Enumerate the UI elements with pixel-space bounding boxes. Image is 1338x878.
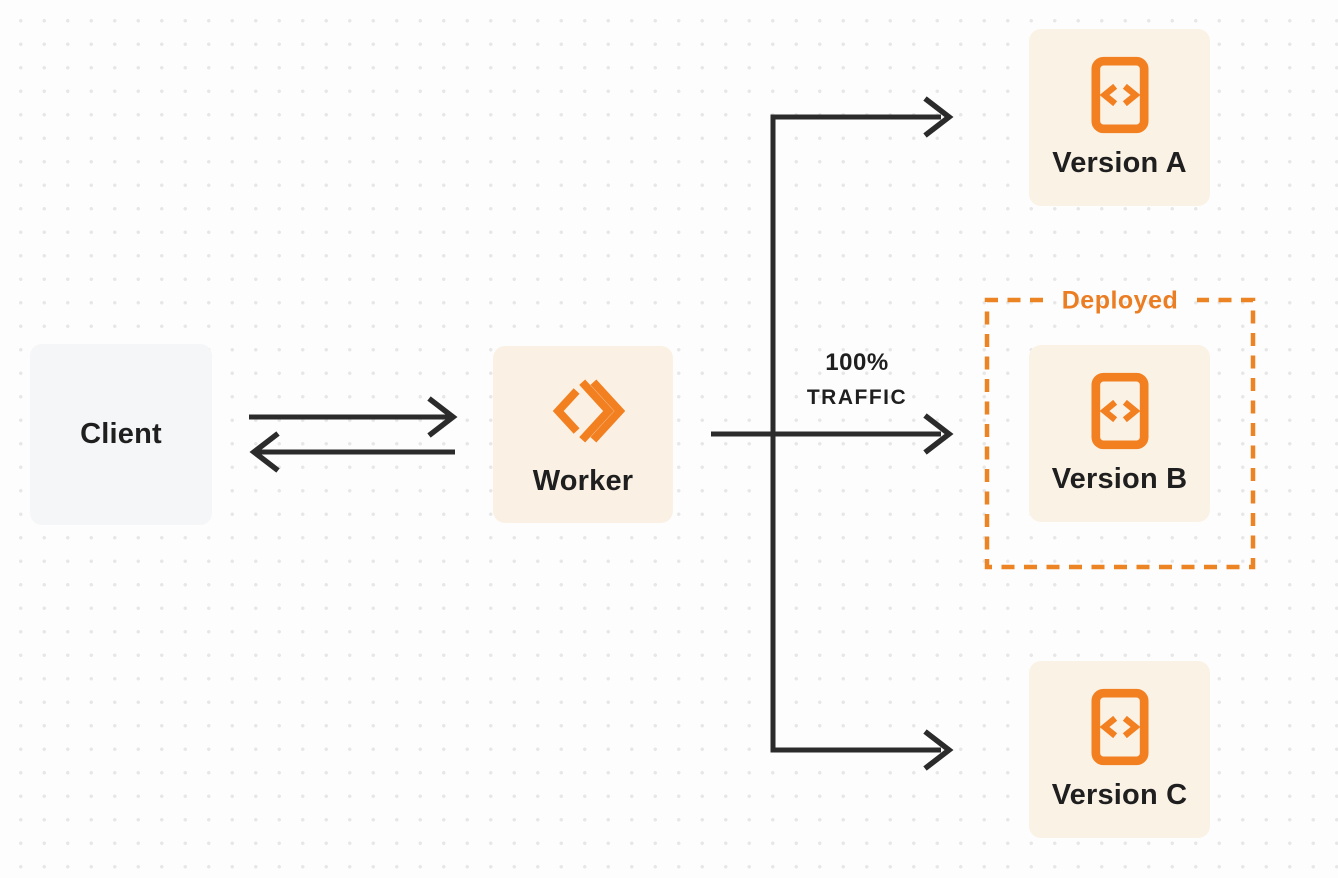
arrowhead-to-worker-icon	[427, 396, 458, 438]
traffic-annotation: 100% TRAFFIC	[767, 348, 947, 413]
deployed-label: Deployed	[1061, 286, 1179, 315]
node-version-b: Version B	[1029, 345, 1210, 522]
node-client: Client	[30, 344, 212, 525]
code-file-icon	[1090, 688, 1149, 765]
version-a-label: Version A	[1052, 146, 1187, 179]
arrowhead-to-client-icon	[249, 431, 280, 473]
deployed-boundary	[984, 297, 1256, 570]
arrowhead-to-version-b-icon	[923, 413, 954, 455]
traffic-word: TRAFFIC	[806, 386, 908, 409]
node-version-a: Version A	[1029, 29, 1210, 206]
worker-label: Worker	[532, 465, 634, 497]
cloudflare-workers-icon	[552, 379, 625, 443]
edge-branch-to-version-c	[770, 434, 941, 753]
code-file-icon	[1090, 372, 1149, 449]
arrowhead-to-version-c-icon	[923, 729, 954, 771]
edge-branch-to-version-a	[770, 114, 941, 434]
version-b-label: Version B	[1051, 462, 1188, 495]
client-label: Client	[80, 418, 162, 450]
node-worker: Worker	[493, 346, 673, 523]
traffic-percent: 100%	[825, 349, 889, 376]
code-file-icon	[1090, 56, 1149, 133]
version-c-label: Version C	[1051, 778, 1188, 811]
node-version-c: Version C	[1029, 661, 1210, 838]
arrowhead-to-version-a-icon	[923, 96, 954, 138]
